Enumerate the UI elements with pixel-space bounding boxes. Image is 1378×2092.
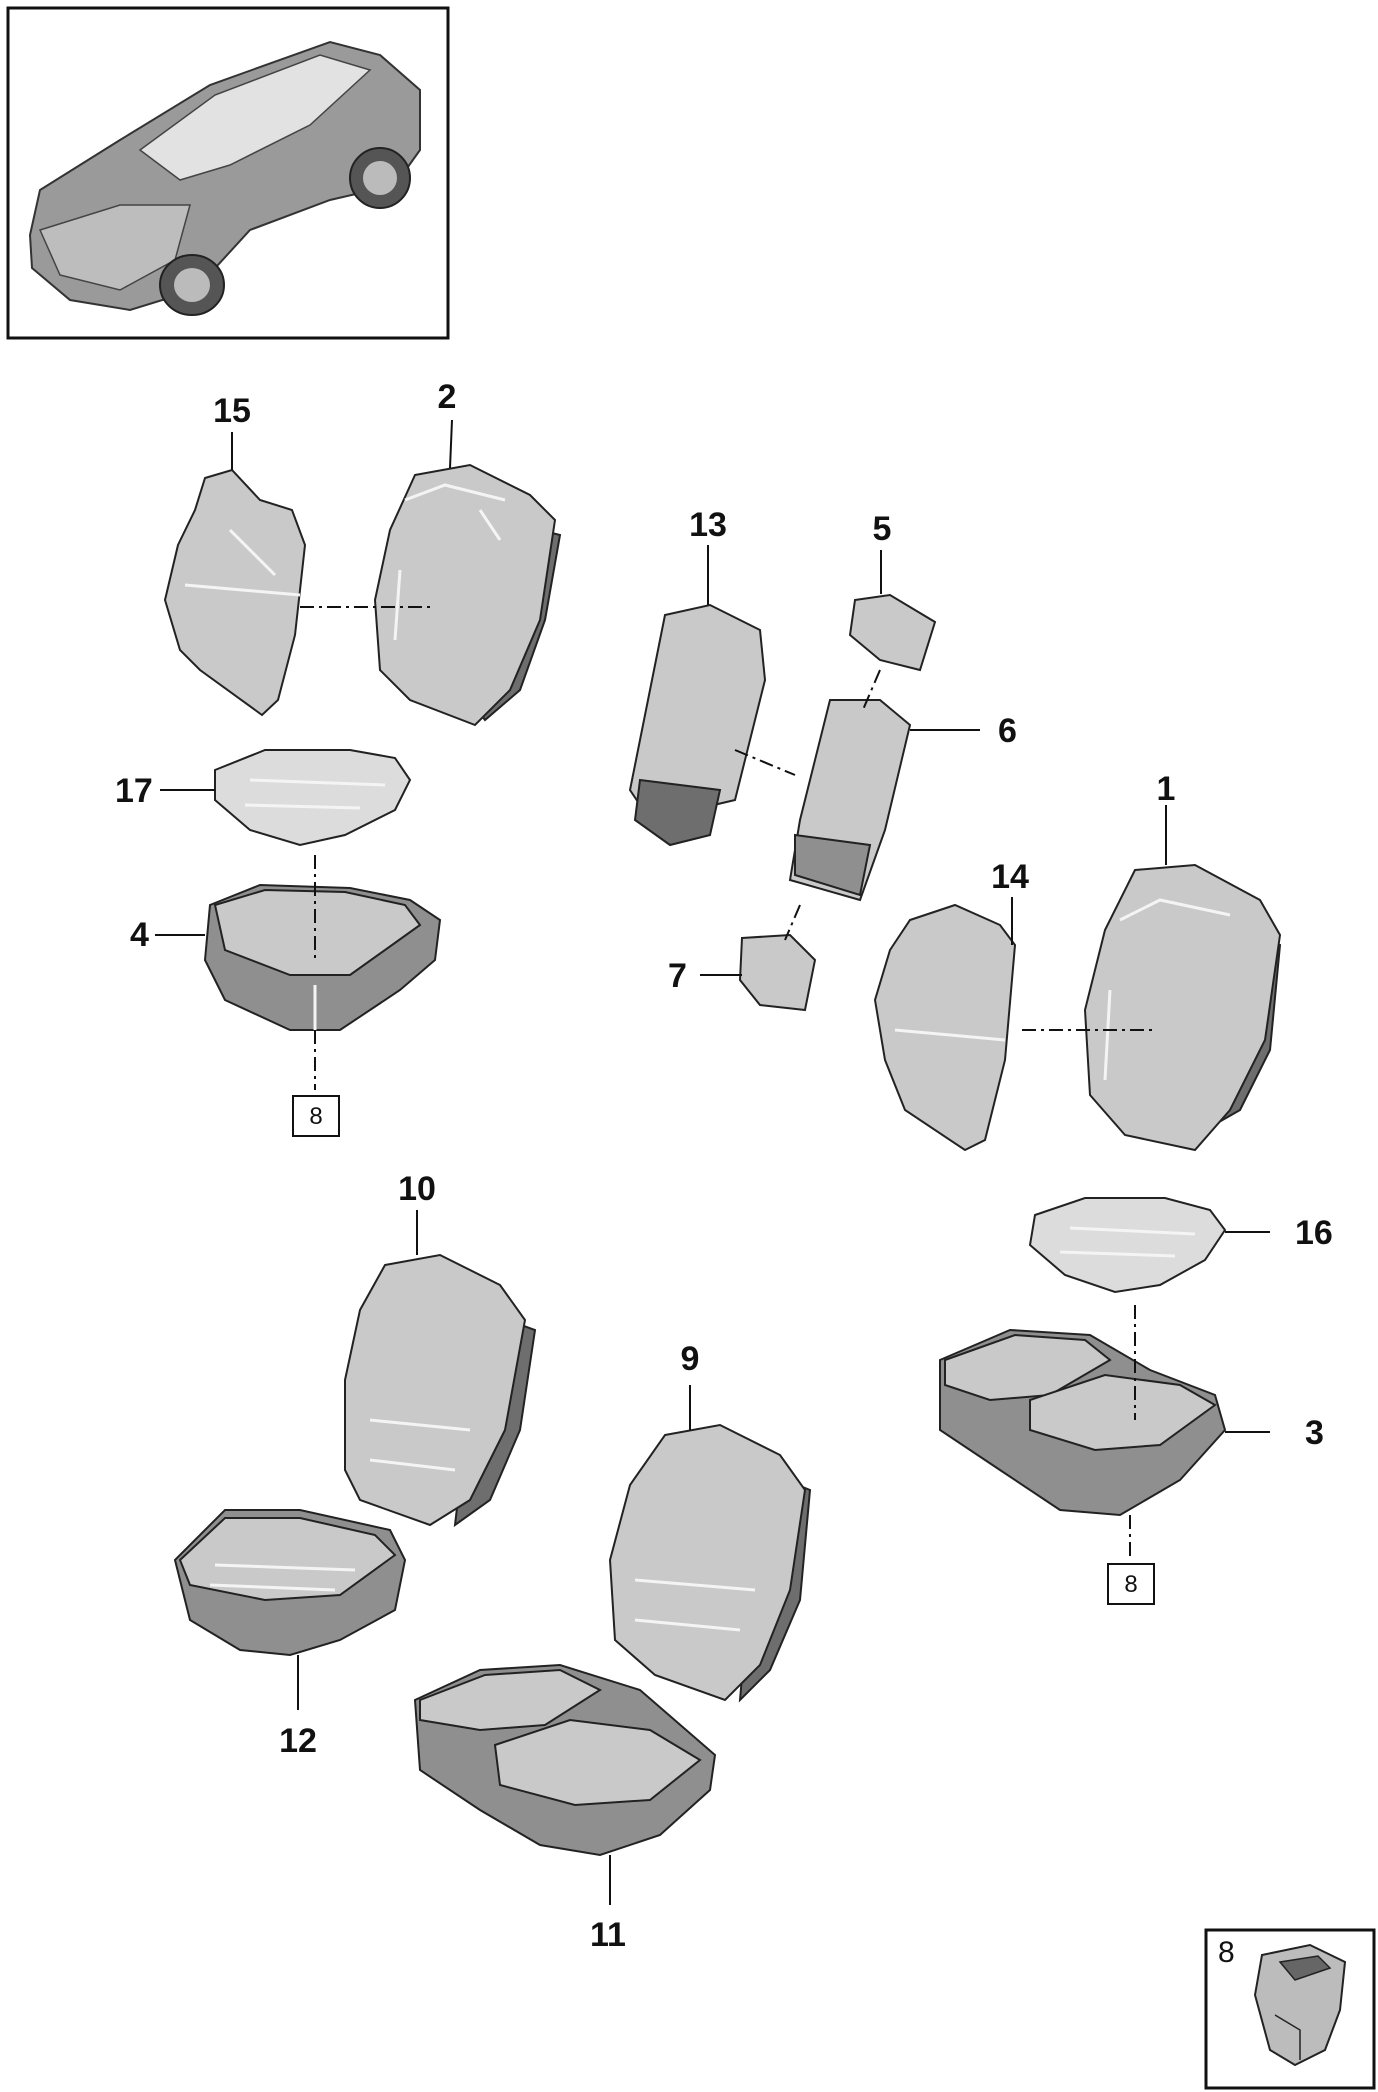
part-8-inset: 8 bbox=[1204, 1928, 1376, 2090]
part-6-armrest-frame bbox=[788, 699, 912, 902]
part-11-bench-cushion-complete bbox=[413, 1663, 717, 1857]
callout-13: 13 bbox=[689, 506, 727, 544]
callout-labels: 15 2 13 5 6 1 14 17 4 7 16 3 10 9 12 11 bbox=[115, 378, 1333, 1954]
part-7-small-cover bbox=[738, 933, 817, 1012]
callout-2: 2 bbox=[438, 378, 457, 416]
callout-15: 15 bbox=[213, 392, 251, 430]
leader-lines bbox=[155, 419, 1270, 1905]
callout-1: 1 bbox=[1157, 770, 1176, 808]
part-3-seat-cushion bbox=[939, 1328, 1227, 1517]
clip-icon bbox=[1253, 1943, 1347, 2067]
inset-number: 8 bbox=[1218, 1936, 1235, 1969]
part-2-backrest bbox=[373, 463, 562, 727]
part-16-cushion-cover bbox=[1028, 1197, 1227, 1294]
callout-12: 12 bbox=[279, 1722, 317, 1760]
callout-4: 4 bbox=[130, 916, 149, 954]
part-15-backrest-cover bbox=[163, 468, 307, 717]
callout-7: 7 bbox=[668, 957, 687, 995]
callout-11: 11 bbox=[590, 1916, 626, 1954]
callout-14: 14 bbox=[991, 858, 1029, 896]
part-1-backrest bbox=[1083, 863, 1282, 1152]
callout-6: 6 bbox=[998, 712, 1017, 750]
ref-box-8-right: 8 bbox=[1107, 1563, 1155, 1605]
part-5-cover-cap bbox=[848, 593, 937, 672]
callout-9: 9 bbox=[681, 1340, 700, 1378]
vehicle-overview bbox=[6, 6, 450, 340]
ref-box-8-left: 8 bbox=[292, 1095, 340, 1137]
callout-16: 16 bbox=[1295, 1214, 1333, 1252]
part-10-backrest-complete bbox=[344, 1253, 537, 1528]
callout-5: 5 bbox=[873, 510, 892, 548]
part-12-seat-cushion-complete bbox=[173, 1509, 407, 1657]
callout-3: 3 bbox=[1305, 1414, 1324, 1452]
part-14-backrest-cover bbox=[873, 903, 1017, 1152]
ref-box-8-left-label: 8 bbox=[309, 1103, 322, 1130]
part-13-armrest bbox=[628, 603, 767, 847]
vehicle-illustration bbox=[28, 40, 421, 316]
assembly-lines bbox=[300, 606, 1155, 1560]
callout-17: 17 bbox=[115, 772, 153, 810]
part-17-cushion-cover bbox=[214, 749, 412, 847]
callout-10: 10 bbox=[398, 1170, 436, 1208]
part-4-seat-cushion bbox=[203, 883, 442, 1031]
part-9-backrest-complete bbox=[608, 1423, 812, 1703]
ref-box-8-right-label: 8 bbox=[1124, 1571, 1137, 1598]
